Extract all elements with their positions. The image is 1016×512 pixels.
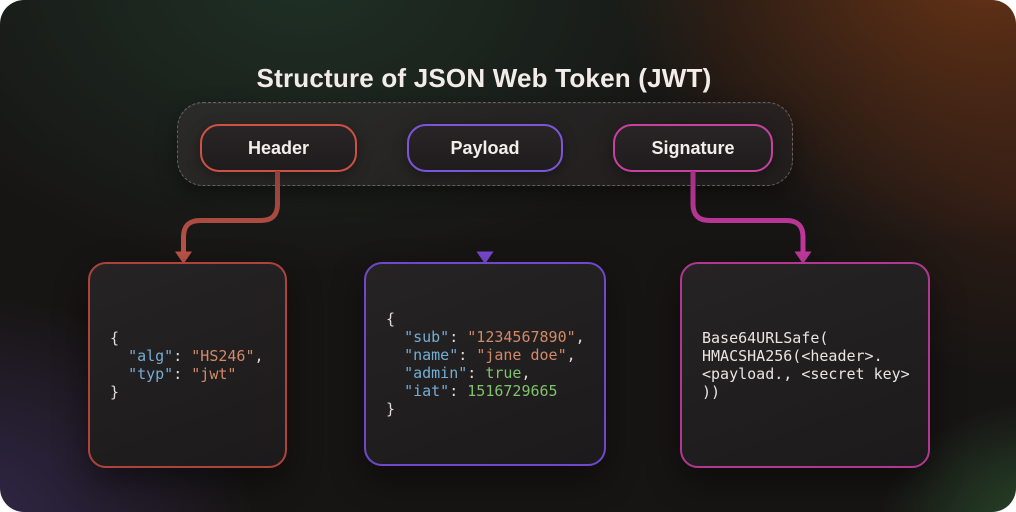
code-line: "typ": "jwt" [128,365,237,383]
code-line: HMACSHA256(<header>. [702,347,883,365]
code-line: )) [702,383,721,401]
payload-code-box: { "sub": "1234567890", "name": "jane doe… [364,262,606,466]
signature-code-box: Base64URLSafe(HMACSHA256(<header>.<paylo… [680,262,930,468]
code-line: Base64URLSafe( [702,329,829,347]
token-pill-signature: Signature [613,124,773,172]
token-pill-header-label: Header [247,137,310,158]
token-pill-signature-label: Signature [651,137,735,158]
code-line: { [386,310,396,328]
code-line: <payload., <secret key> [702,365,910,383]
code-line: "admin": true, [404,364,531,382]
token-pill-payload-label: Payload [450,137,520,158]
code-line: } [110,383,120,401]
code-line: "iat": 1516729665 [404,382,558,400]
code-line: { [110,329,120,347]
code-line: } [386,400,396,418]
code-line: "sub": "1234567890", [404,328,585,346]
code-line: "alg": "HS246", [128,347,264,365]
token-pill-payload: Payload [407,124,563,172]
diagram-title: Structure of JSON Web Token (JWT) [256,63,712,94]
code-line: "name": "jane doe", [404,346,576,364]
header-code-box: { "alg": "HS246", "typ": "jwt"} [88,262,287,468]
token-pill-header: Header [200,124,357,172]
